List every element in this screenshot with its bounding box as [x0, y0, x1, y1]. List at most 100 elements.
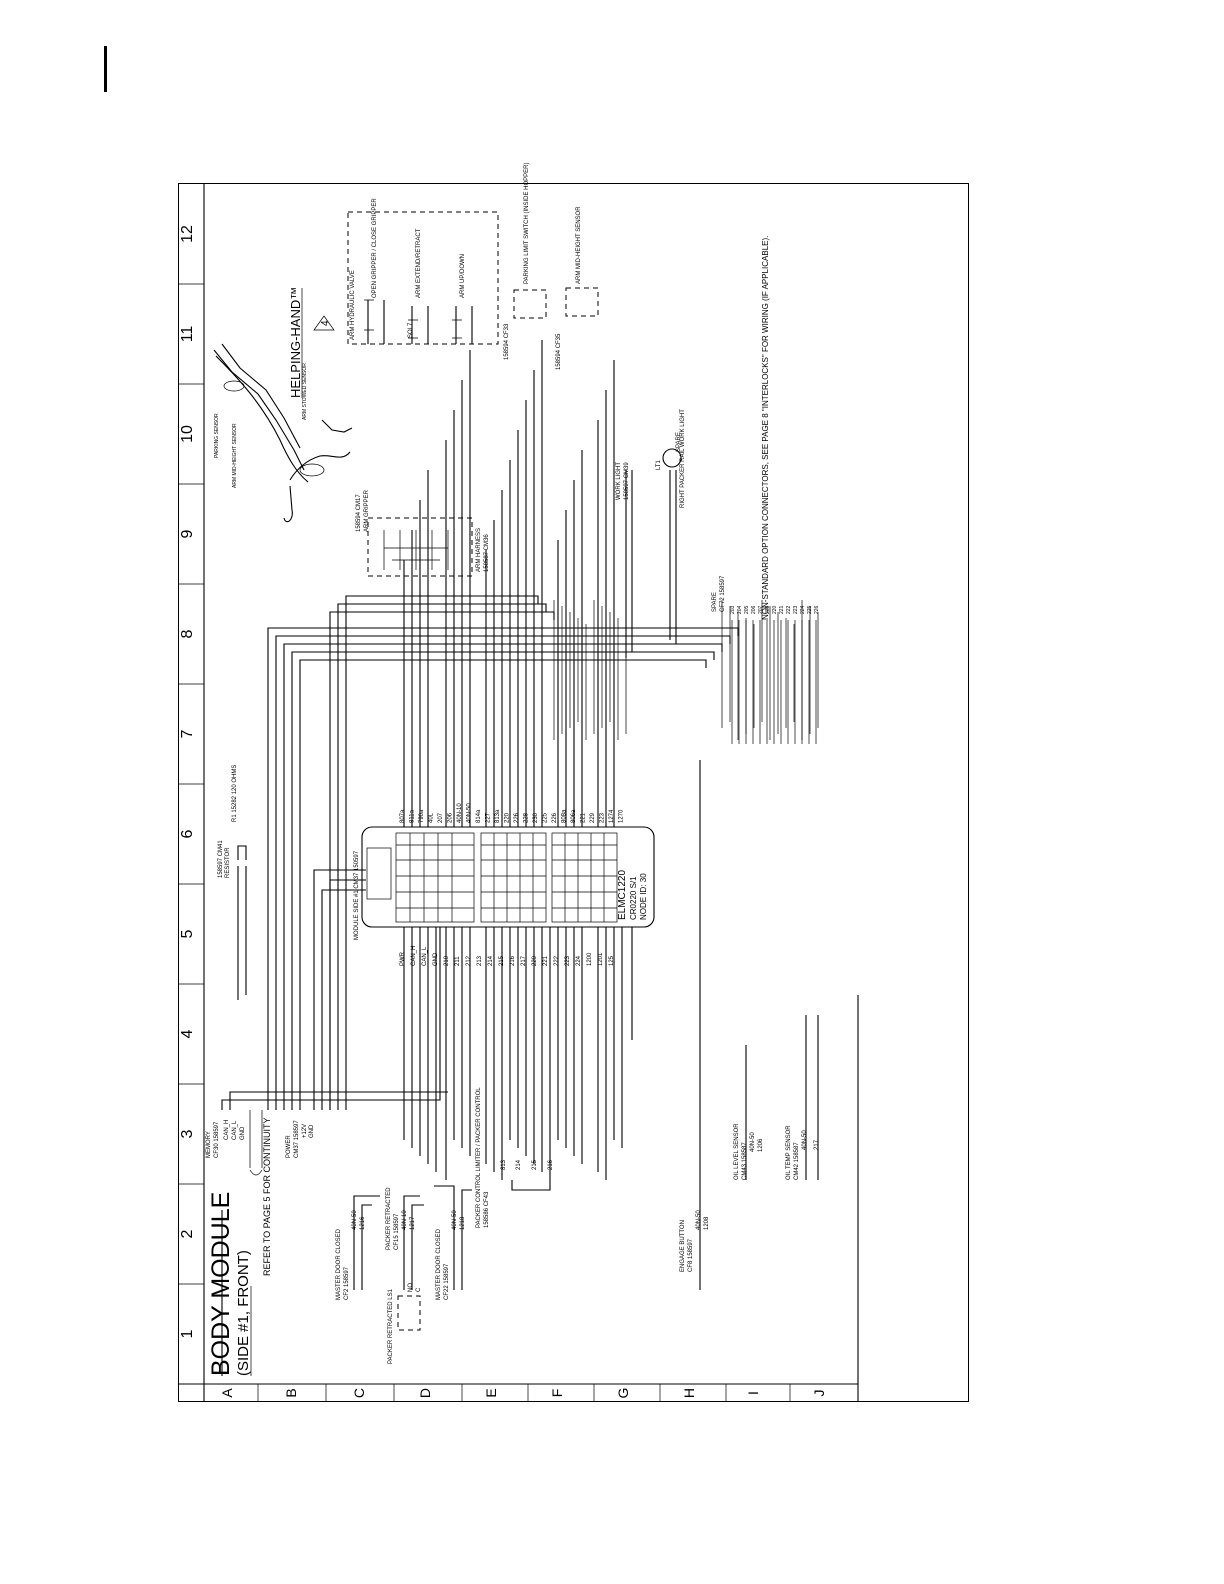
- connector-wire: 40N-50: [696, 1210, 702, 1230]
- connector-wire: 813: [501, 1159, 507, 1170]
- spare-wire-label: 224: [800, 605, 806, 614]
- spare-wire-label: 225: [807, 605, 813, 614]
- wire-route: [337, 603, 547, 1110]
- can-bus-wire: [313, 869, 366, 1110]
- row-label: F: [549, 1389, 565, 1398]
- spare-wire-label: 220: [772, 605, 778, 614]
- arm-stowed-label: ARM STOWED SENSOR: [302, 363, 308, 420]
- component-code: 158594 CF33: [504, 323, 510, 360]
- non-standard-note: NON-STANDARD OPTION CONNECTORS, SEE PAGE…: [761, 236, 770, 620]
- spare-wire-label: 206: [751, 605, 757, 614]
- connector-power: POWER CM37 158597 +12V GND: [286, 1120, 315, 1158]
- module-name: ELMC1220: [617, 870, 628, 920]
- connector-label: PACKER RETRACTED: [386, 1187, 392, 1250]
- connector-label: OIL TEMP SENSOR: [786, 1125, 792, 1180]
- component-code: CF72 158597: [720, 575, 726, 612]
- controller-module: ELMC1220 CR0220 S/1 NODE ID: 30 MODULE S…: [354, 826, 655, 940]
- sheet-subtitle: (SIDE #1, FRONT): [235, 1250, 252, 1376]
- arm-mid-height-label: ARM MID-HEIGHT SENSOR: [232, 423, 238, 488]
- component-label: ARM UP/DOWN: [460, 254, 466, 298]
- connector-packer-retracted: PACKER RETRACTED CF15 158597 40N-10 1217: [386, 1187, 424, 1290]
- connector-wire: 214: [516, 1159, 522, 1170]
- pin-label: 206: [448, 812, 454, 823]
- sheet-title: BODY MODULE: [207, 1192, 235, 1376]
- pin-label: 213: [477, 955, 483, 966]
- component-code: LT1: [656, 459, 662, 470]
- module-header-label: MODULE SIDE #1 CM37 150597: [354, 850, 360, 940]
- spare-wire-label: 208: [765, 605, 771, 614]
- pin-label: 1200: [587, 952, 593, 966]
- pin-label: 229: [590, 812, 596, 823]
- pin-label: 221: [543, 955, 549, 966]
- revision-marker: 4: [320, 320, 331, 326]
- resistor-label: RESISTOR: [225, 847, 231, 878]
- row-label: A: [219, 1388, 235, 1398]
- component-name: ARM MID-HEIGHT SENSOR: [576, 206, 582, 284]
- pin-label: 211: [455, 956, 461, 966]
- pin-label: 222: [554, 955, 560, 966]
- memory-wire: [221, 927, 448, 1110]
- connector-code: CM42 158587: [794, 1142, 800, 1180]
- pin-label: 225: [543, 812, 549, 823]
- arm-hydraulic-valve: ARM HYDRAULIC VALVE OPEN GRIPPER / CLOSE…: [347, 198, 499, 345]
- pin-label: 223: [565, 955, 571, 966]
- connector-code: CM43 158587: [742, 1142, 748, 1180]
- connector-label: MASTER DOOR CLOSED: [436, 1228, 442, 1300]
- col-label: 1: [179, 1329, 196, 1338]
- row-label: G: [615, 1388, 631, 1399]
- connector-label: OIL LEVEL SENSOR: [734, 1123, 740, 1180]
- col-label: 8: [179, 629, 196, 638]
- wire-route: [283, 643, 723, 1110]
- col-label: 3: [179, 1129, 196, 1138]
- connector-engage-button: ENGAGE BUTTON CF8 158597 40N-50 1208: [680, 1210, 710, 1272]
- pin-label: 814a: [476, 809, 482, 823]
- component-code: 158587 CM36: [484, 534, 490, 572]
- pin-label: 1270: [619, 809, 625, 823]
- row-label: D: [417, 1388, 433, 1398]
- limit-switch-ls1: PACKER RETRACTED LS1 NO C: [388, 1283, 422, 1364]
- pin-label: 125: [609, 955, 615, 966]
- connector-wire: 216: [548, 1159, 554, 1170]
- component-label: SPARE: [676, 432, 682, 452]
- col-label: 7: [179, 729, 196, 738]
- spare-wire-label: 204: [737, 605, 743, 614]
- helping-hand-illustration: HELPING-HAND™ PARKING SENSOR ARM MID-HEI…: [213, 287, 353, 523]
- note-text: NON-STANDARD OPTION CONNECTORS, SEE PAGE…: [761, 236, 770, 620]
- connector-wire: 40N-50: [802, 1130, 808, 1150]
- connector-wire: 1218: [460, 1216, 466, 1230]
- connector-label: PACKER RETRACTED LS1: [388, 1288, 394, 1364]
- page-edge-mark: [104, 46, 107, 92]
- col-label: 9: [179, 529, 196, 538]
- row-label: C: [351, 1388, 367, 1398]
- spare-wire-label: 222: [786, 605, 792, 614]
- pin-label: 212: [466, 955, 472, 966]
- pin-label: 40N-10: [457, 803, 463, 823]
- resistor-callout: R1 15282 120 OHMS: [232, 765, 238, 822]
- component-label: OPEN GRIPPER / CLOSE GRIPPER: [372, 198, 378, 298]
- module-part: CR0220 S/1: [629, 876, 638, 920]
- pin-label: 214: [488, 955, 494, 966]
- col-label: 12: [179, 225, 196, 243]
- pin-label: 216: [510, 955, 516, 966]
- connector-packer-control: PACKER CONTROL LIMITER / PACKER CONTROL …: [476, 1087, 554, 1228]
- wire-route: [329, 611, 555, 1110]
- connector-code: CF30 158597: [214, 1121, 220, 1158]
- pin-label: 217: [521, 955, 527, 966]
- connector-wire: 215: [532, 1159, 538, 1170]
- col-label: 5: [179, 929, 196, 938]
- drawing-frame: [178, 183, 969, 1402]
- wire-route: [275, 635, 731, 1110]
- col-label: 11: [179, 326, 196, 343]
- connector-wire: NO: [408, 1283, 414, 1292]
- arm-mid-height-sensor: ARM MID-HEIGHT SENSOR 158594 CF35: [556, 206, 599, 370]
- row-label: B: [283, 1388, 299, 1397]
- pin-label: 223: [600, 812, 606, 823]
- pin-label: 790a: [419, 809, 425, 823]
- pin-label: 220: [505, 812, 511, 823]
- title-block: BODY MODULE (SIDE #1, FRONT) REFER TO PA…: [207, 1117, 272, 1376]
- connector-code: CF2 158597: [344, 1266, 350, 1300]
- connector-wire: 1208: [704, 1216, 710, 1230]
- pin-label: 230: [533, 812, 539, 823]
